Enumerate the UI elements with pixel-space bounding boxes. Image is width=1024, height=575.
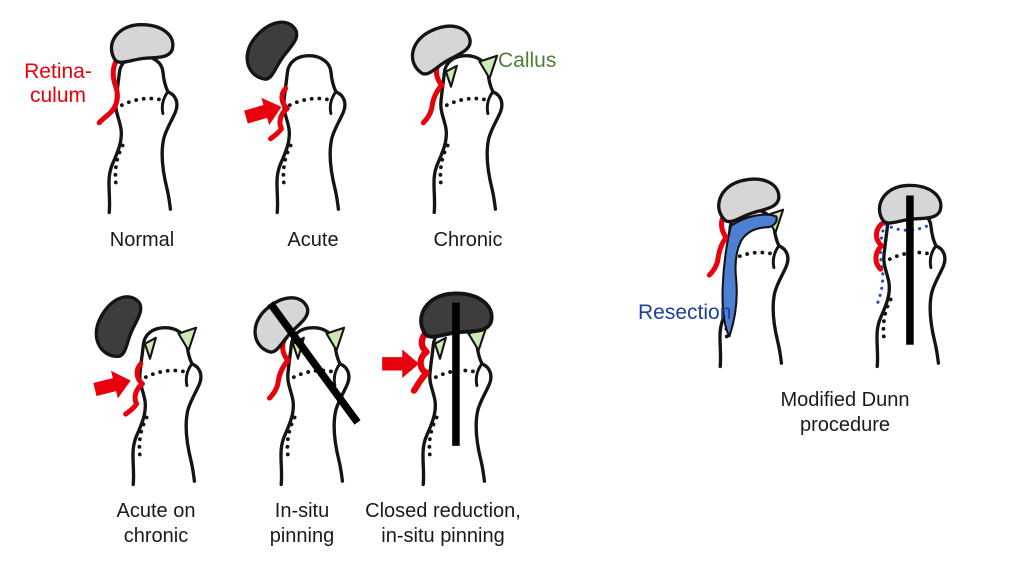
resection-dotted-contour bbox=[883, 222, 933, 232]
panel-acute-on-chronic bbox=[84, 286, 239, 487]
femur-acute-on-chronic-svg bbox=[84, 286, 203, 487]
caption-chronic-text: Chronic bbox=[433, 229, 503, 251]
caption-normal-text: Normal bbox=[109, 229, 175, 251]
caption-line: chronic bbox=[123, 525, 189, 547]
caption-line: Closed reduction, bbox=[365, 500, 521, 522]
femur-dunn-resection-svg bbox=[706, 172, 790, 369]
caption-line: In-situ bbox=[274, 500, 330, 522]
retinaculum-label-line: culum bbox=[29, 84, 87, 107]
caption-in-situ-pinning: In-situ pinning bbox=[270, 499, 335, 549]
panel-acute bbox=[234, 10, 383, 215]
caption-line: Modified Dunn bbox=[780, 389, 910, 411]
caption-line: pinning bbox=[269, 525, 335, 547]
femur-chronic-svg bbox=[402, 16, 504, 215]
retinaculum-ribbon bbox=[266, 334, 291, 401]
caption-line: Acute on bbox=[116, 500, 196, 522]
caption-line: in-situ pinning bbox=[381, 525, 505, 547]
panel-in-situ-pinning bbox=[240, 286, 387, 487]
epiphysis-slipped bbox=[84, 286, 152, 363]
caption-normal: Normal bbox=[110, 228, 174, 253]
femur-acute-svg bbox=[234, 10, 347, 215]
retinaculum-ribbon bbox=[268, 85, 290, 142]
callus-label: Callus bbox=[498, 49, 556, 73]
retinaculum-ribbon bbox=[706, 211, 729, 278]
caption-acute-text: Acute bbox=[287, 229, 339, 251]
femur-shaft bbox=[279, 325, 351, 487]
femur-normal-svg bbox=[96, 22, 179, 215]
caption-acute-on-chronic: Acute on chronic bbox=[117, 499, 196, 549]
femur-shaft bbox=[107, 53, 179, 215]
epiphysis bbox=[109, 22, 175, 64]
caption-acute: Acute bbox=[287, 228, 338, 253]
panel-modified-dunn-fixed bbox=[836, 172, 983, 369]
femur-closed-reduction-svg bbox=[382, 291, 494, 487]
retinaculum-ribbon bbox=[410, 327, 434, 394]
retinaculum-ribbon bbox=[123, 361, 145, 417]
displacement-arrow-icon bbox=[382, 349, 420, 379]
callus-label-text: Callus bbox=[498, 49, 557, 72]
fixation-pin bbox=[267, 301, 361, 425]
femur-dunn-fixed-svg bbox=[873, 183, 947, 369]
femur-shaft bbox=[131, 325, 203, 487]
femur-shaft bbox=[275, 53, 347, 215]
displacement-arrow-icon bbox=[91, 366, 135, 404]
resection-label-text: Resection bbox=[638, 301, 732, 324]
caption-line: procedure bbox=[799, 414, 891, 436]
caption-modified-dunn: Modified Dunn procedure bbox=[781, 388, 910, 438]
femur-shaft bbox=[432, 53, 504, 215]
panel-chronic bbox=[393, 16, 540, 215]
panel-closed-reduction bbox=[382, 290, 529, 487]
retinaculum-ribbon bbox=[96, 57, 120, 126]
retinaculum-label-line: Retina- bbox=[24, 60, 92, 83]
resection-label: Resection bbox=[638, 301, 731, 325]
resection-region bbox=[721, 213, 778, 338]
panel-modified-dunn-resection bbox=[679, 172, 826, 369]
femur-in-situ-svg bbox=[242, 286, 361, 487]
panel-normal bbox=[68, 18, 215, 215]
caption-chronic: Chronic bbox=[434, 228, 503, 253]
retinaculum-ribbon bbox=[420, 59, 445, 126]
retinaculum-ribbon bbox=[873, 221, 884, 272]
caption-closed-reduction: Closed reduction, in-situ pinning bbox=[365, 499, 521, 549]
retinaculum-label: Retina- culum bbox=[8, 60, 108, 108]
